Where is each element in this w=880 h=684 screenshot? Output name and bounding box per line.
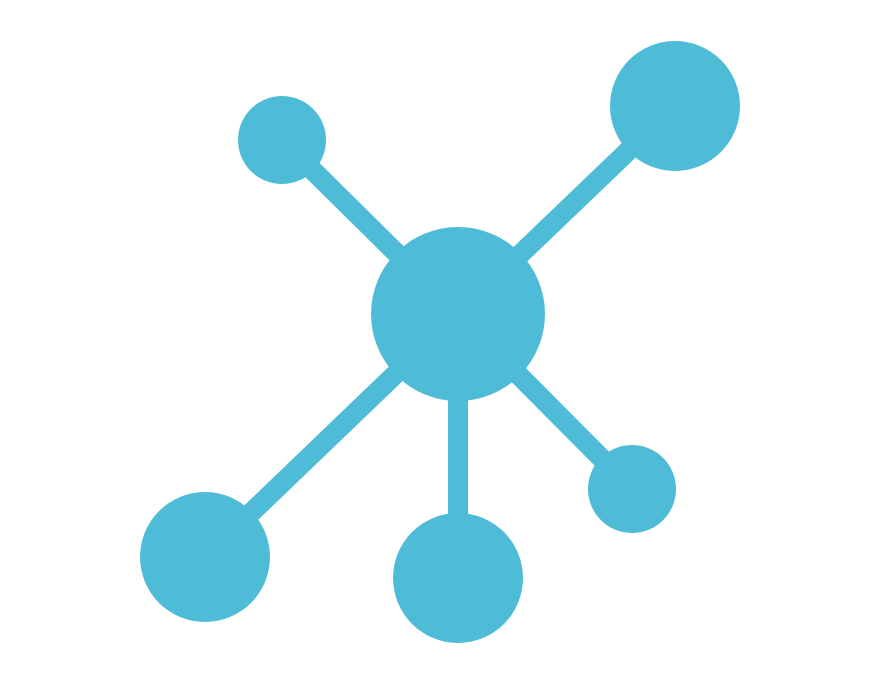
node-top-right	[610, 41, 740, 171]
node-top-left	[238, 96, 326, 184]
node-bottom-center	[393, 513, 523, 643]
hub-node	[371, 227, 545, 401]
nodes-group	[140, 41, 740, 643]
node-bottom-left	[140, 492, 270, 622]
node-bottom-right	[588, 445, 676, 533]
